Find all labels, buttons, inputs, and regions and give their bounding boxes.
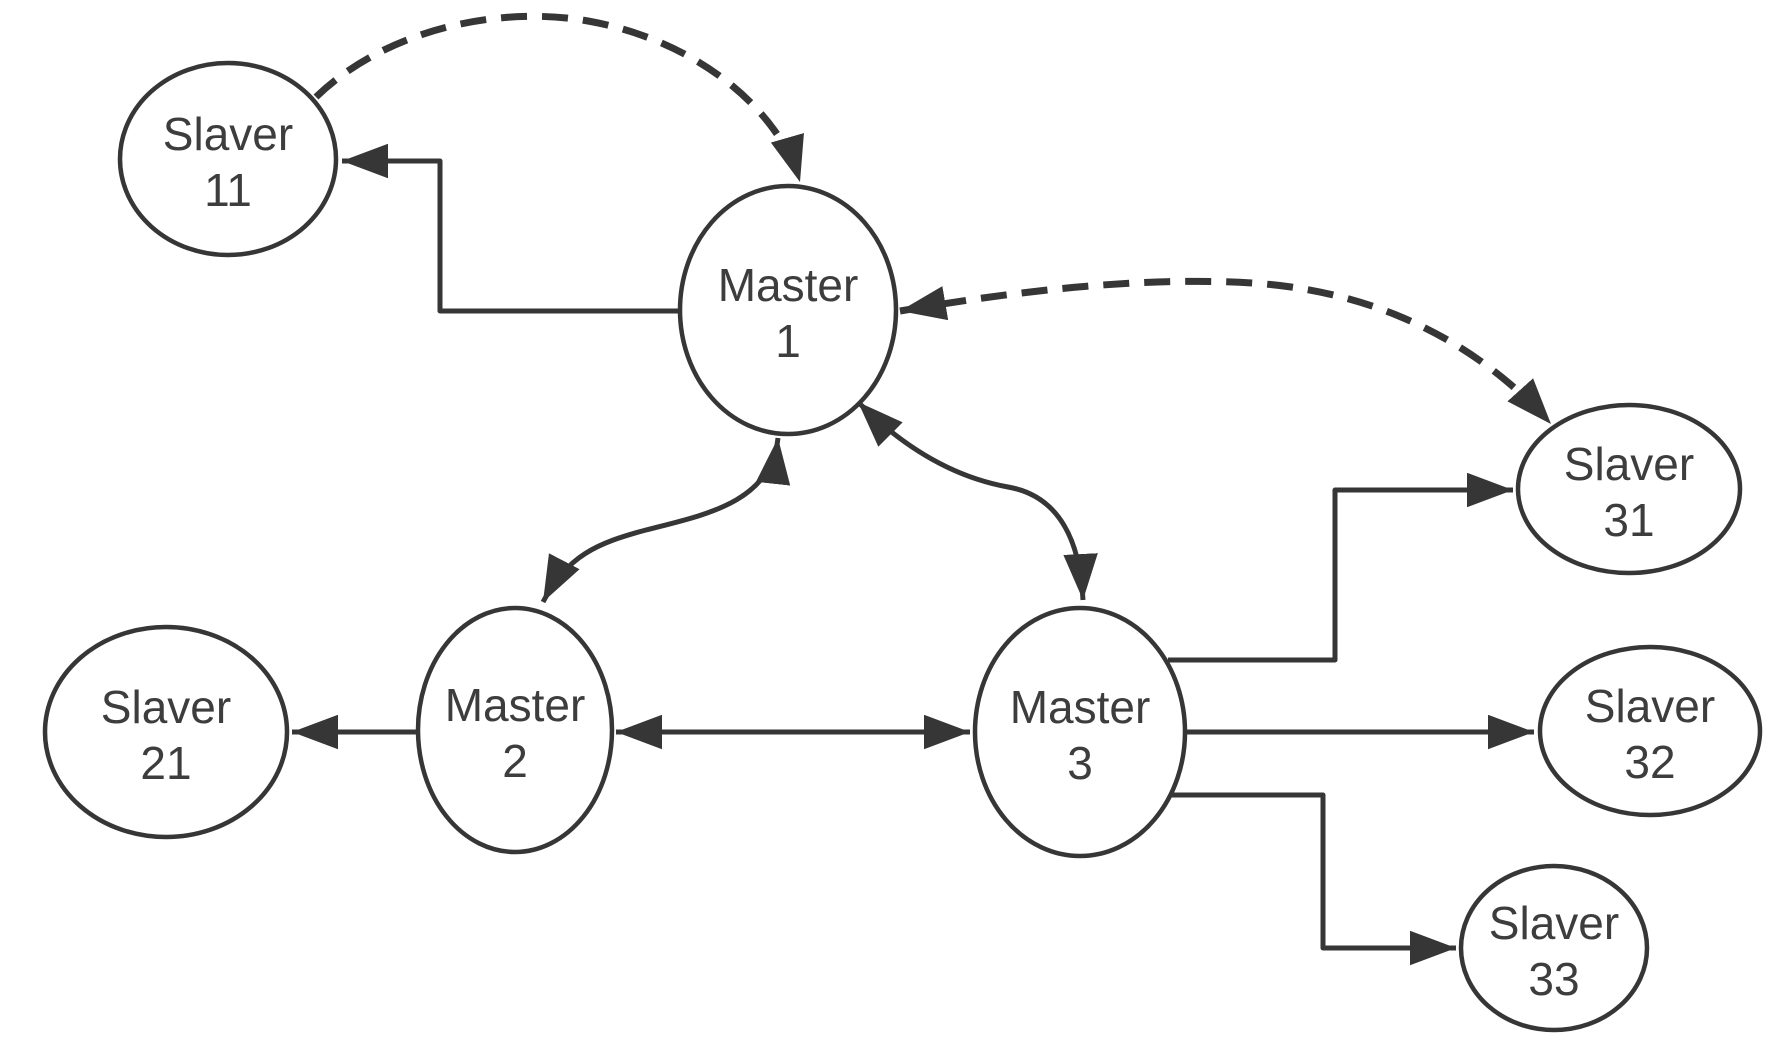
master-3-label-line-2: 3 (1067, 737, 1093, 789)
edge-master1-slaver31-dashed (899, 277, 1554, 427)
edge-master3-to-slaver31 (1168, 472, 1513, 663)
edges-layer (292, 12, 1554, 966)
slaver-11-label-line-1: Slaver (163, 108, 293, 160)
slaver-31-shape (1515, 402, 1743, 576)
slaver-32-shape (1537, 644, 1763, 818)
master-3-label-line-1: Master (1010, 681, 1151, 733)
edge-slaver11-to-master1-dashed (313, 12, 804, 183)
master-1-label-line-2: 1 (775, 315, 801, 367)
master-3-shape (972, 605, 1188, 859)
slaver-33-label-line-1: Slaver (1489, 897, 1619, 949)
master-1-shape (677, 183, 899, 437)
slaver-31-label-line-2: 31 (1603, 494, 1654, 546)
master-1-label-line-1: Master (718, 259, 859, 311)
slaver-21-shape (42, 624, 290, 840)
slaver-33-shape (1458, 863, 1650, 1033)
edge-master1-to-slaver11 (342, 143, 680, 314)
slaver-31-label-line-1: Slaver (1564, 438, 1694, 490)
slaver-21-label-line-1: Slaver (101, 681, 231, 733)
edge-master1-master3-link (856, 400, 1098, 601)
master-2-shape (415, 605, 615, 855)
slaver-33-label-line-2: 33 (1528, 953, 1579, 1005)
master-2-label-line-1: Master (445, 679, 586, 731)
slaver-11-shape (117, 60, 339, 258)
edge-master1-master2-link (540, 437, 791, 604)
slaver-11-label-line-2: 11 (204, 164, 252, 216)
slaver-21-label-line-2: 21 (140, 737, 191, 789)
edge-master3-to-slaver33 (1170, 792, 1456, 966)
slaver-32-label-line-2: 32 (1624, 736, 1675, 788)
slaver-32-label-line-1: Slaver (1585, 680, 1715, 732)
master-2-label-line-2: 2 (502, 735, 528, 787)
